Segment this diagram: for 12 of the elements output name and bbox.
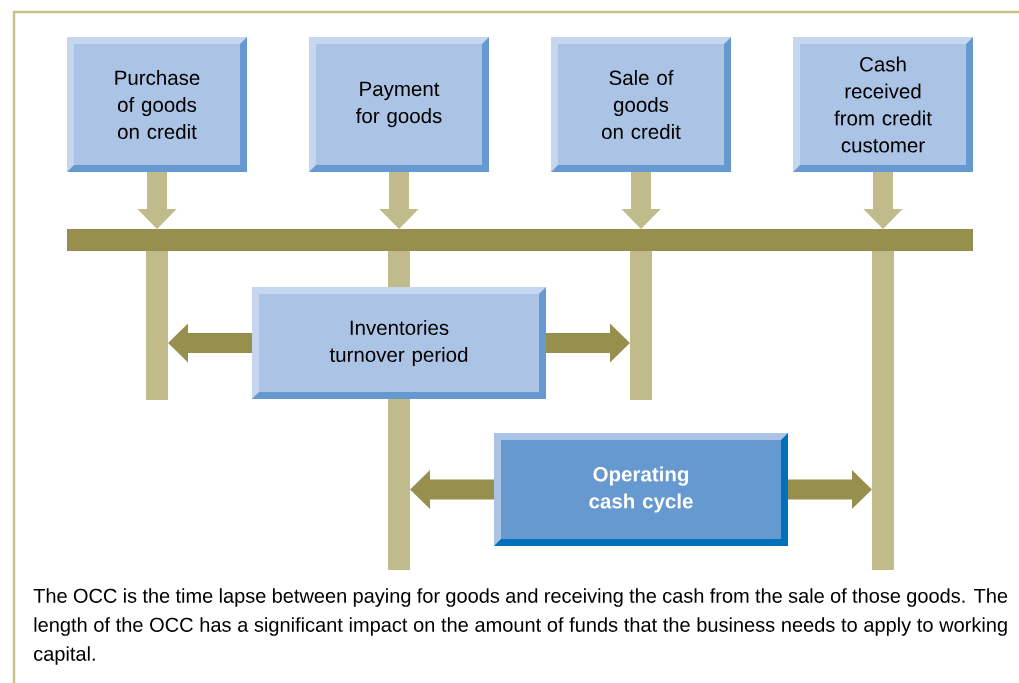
- process-box: Sale of goods on credit: [551, 37, 731, 172]
- caption-text: The OCC is the time lapse between paying for goods and receiving the cash from the sale of those goods. The length of the OCC has a significant impact on the amount of funds that the business needs to apply to working capital.: [33, 588, 1008, 665]
- process-box: Operating cash cycle: [494, 433, 788, 546]
- process-box: Purchase of goods on credit: [67, 37, 247, 172]
- bar: [388, 399, 410, 570]
- bar: [872, 251, 894, 570]
- bar: [67, 229, 973, 251]
- bar: [630, 251, 652, 400]
- process-box: Cash received from credit customer: [793, 37, 973, 172]
- process-box: Payment for goods: [309, 37, 489, 172]
- bar: [146, 251, 168, 400]
- process-box: Inventories turnover period: [252, 287, 546, 399]
